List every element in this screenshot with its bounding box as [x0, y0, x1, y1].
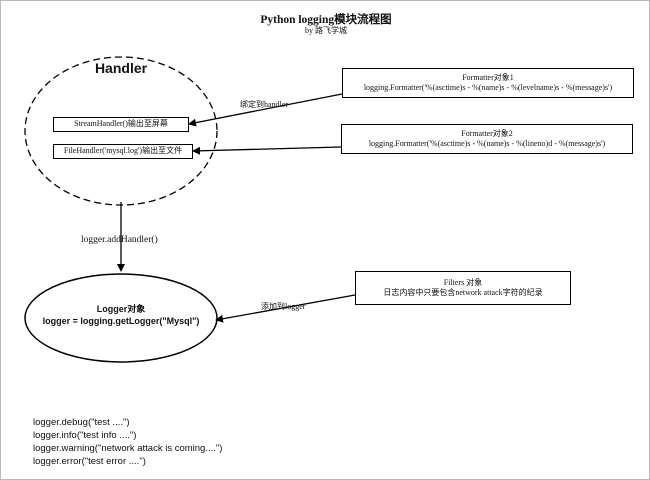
file-handler-box: FileHandler('mysql.log')输出至文件	[53, 144, 193, 159]
logger-code: logger = logging.getLogger("Mysql")	[42, 316, 200, 327]
stream-handler-label: StreamHandler()输出至屏幕	[74, 119, 168, 129]
filters-box: Filters 对象 日志内容中只要包含network attack字符的纪录	[355, 271, 571, 305]
stream-handler-box: StreamHandler()输出至屏幕	[53, 117, 189, 132]
code-snippet: logger.debug("test ....") logger.info("t…	[33, 416, 222, 468]
formatter1-to-stream-arrow	[188, 93, 343, 127]
add-to-logger-label: 添加到logger	[261, 302, 306, 311]
logger-title: Logger对象	[96, 304, 146, 314]
page-title: Python logging模块流程图	[260, 14, 392, 26]
code-line: logger.error("test error ....")	[33, 456, 146, 467]
formatter2-title: Formatter对象2	[461, 128, 513, 138]
file-handler-label: FileHandler('mysql.log')输出至文件	[63, 146, 183, 156]
filters-title: Filters 对象	[443, 277, 483, 287]
page-subtitle: by 路飞学城	[305, 26, 347, 35]
formatter2-box: Formatter对象2 logging.Formatter('%(asctim…	[341, 124, 633, 154]
formatter2-code: logging.Formatter('%(asctime)s - %(name)…	[368, 139, 606, 148]
add-handler-label: logger.addHandler()	[81, 235, 158, 245]
code-line: logger.info("test info ....")	[33, 430, 137, 441]
formatter2-to-file-arrow	[192, 146, 342, 155]
formatter1-title: Formatter对象1	[462, 72, 514, 82]
filters-desc: 日志内容中只要包含network attack字符的纪录	[383, 288, 543, 297]
handler-title: Handler	[94, 60, 148, 76]
code-line: logger.debug("test ....")	[33, 417, 130, 428]
bind-to-handler-label: 绑定到handler	[240, 100, 288, 109]
logger-node-text: Logger对象 logger = logging.getLogger("Mys…	[31, 303, 211, 327]
formatter1-box: Formatter对象1 logging.Formatter('%(asctim…	[342, 68, 634, 98]
formatter1-code: logging.Formatter('%(asctime)s - %(name)…	[363, 83, 613, 92]
code-line: logger.warning("network attack is coming…	[33, 443, 223, 454]
filters-to-logger-arrow	[215, 294, 356, 323]
